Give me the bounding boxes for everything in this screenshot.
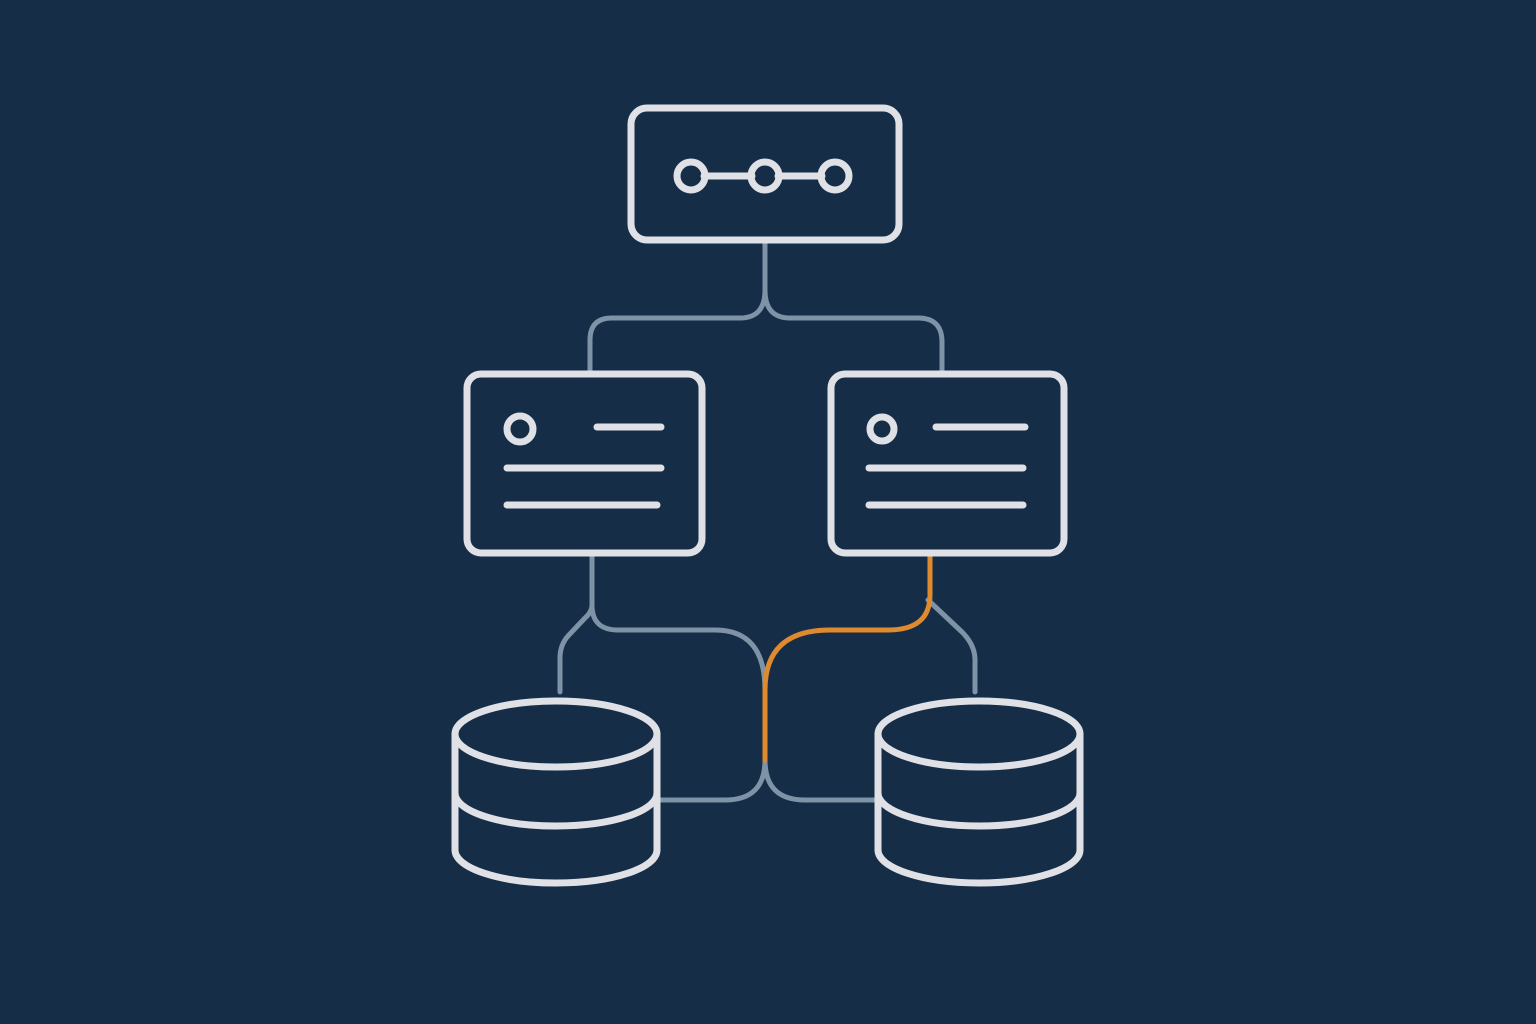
edge-service-left-to-database-right (589, 602, 881, 803)
database-icon (874, 697, 1084, 887)
edge-service-right-to-database-right (925, 597, 978, 695)
service-card-right (827, 370, 1068, 557)
database-right (874, 697, 1084, 887)
edge-gateway-trunk (587, 237, 768, 375)
service-card-icon (865, 413, 1029, 509)
edge-service-left-to-database-left (557, 552, 595, 695)
edge-service-right-to-database-left-highlight (762, 552, 933, 763)
database-left (451, 697, 661, 887)
database-icon (451, 697, 661, 887)
edge-bottom-merge-left (657, 757, 768, 803)
service-card-icon (503, 412, 665, 509)
service-card-left (463, 370, 706, 557)
three-connected-dots-icon (673, 158, 853, 194)
edge-gateway-to-service-right (762, 287, 945, 375)
gateway-node (627, 104, 903, 244)
connectors (557, 237, 978, 803)
